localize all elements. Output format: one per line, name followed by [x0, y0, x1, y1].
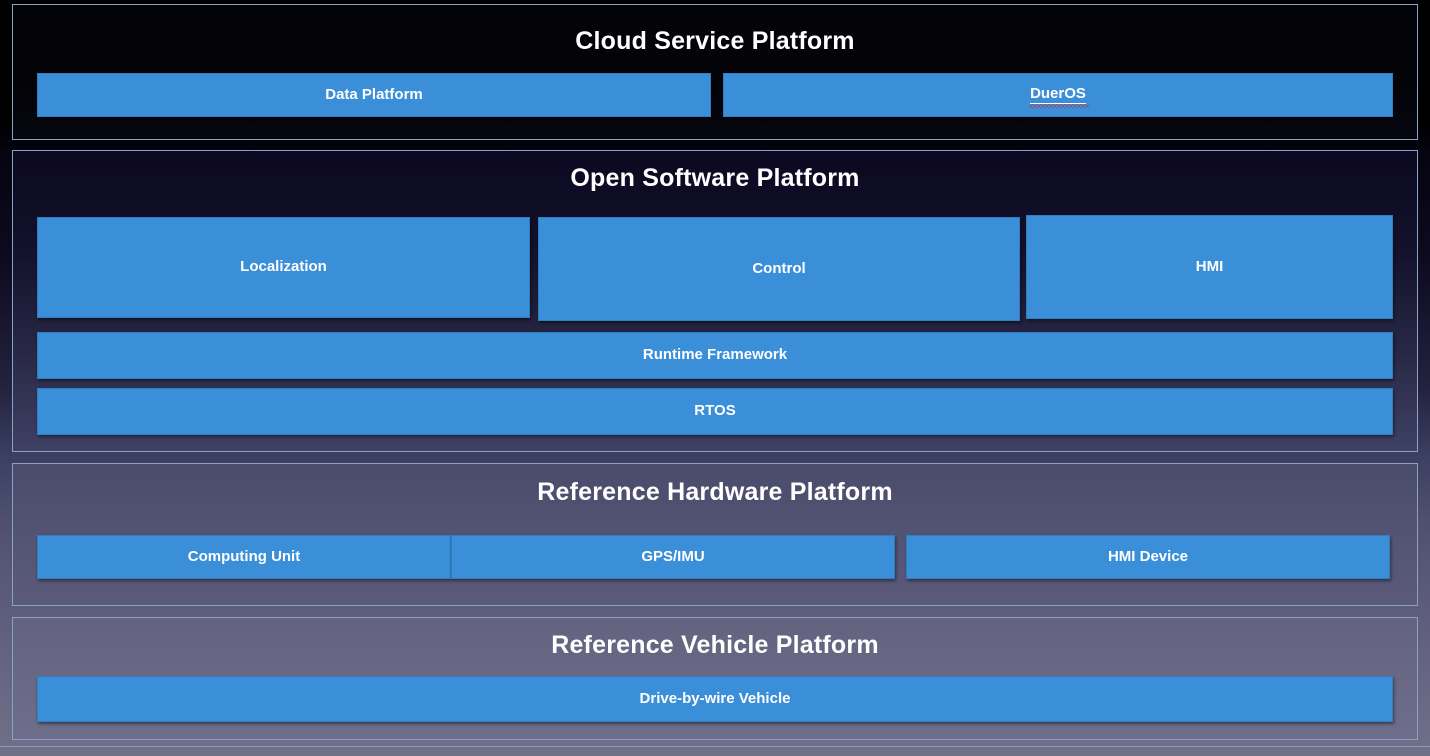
box-gps-imu[interactable]: GPS/IMU — [451, 535, 895, 579]
box-gps-imu-label: GPS/IMU — [641, 547, 705, 565]
box-computing-unit-label: Computing Unit — [187, 547, 301, 565]
layer-cloud-service-platform: Cloud Service Platform Data Platform Due… — [12, 4, 1418, 140]
box-hmi-label: HMI — [1195, 257, 1224, 275]
layer-title-cloud-service-platform: Cloud Service Platform — [575, 27, 855, 55]
box-control-label: Control — [752, 259, 806, 277]
box-localization[interactable]: Localization — [37, 217, 530, 318]
box-hmi-device[interactable]: HMI Device — [906, 535, 1390, 579]
box-dueros[interactable]: DuerOS — [723, 73, 1393, 117]
layer-title-reference-vehicle-platform: Reference Vehicle Platform — [551, 631, 879, 659]
box-runtime-framework[interactable]: Runtime Framework — [37, 332, 1393, 379]
box-runtime-framework-label: Runtime Framework — [642, 346, 788, 364]
box-dueros-label: DuerOS — [1029, 85, 1089, 108]
layer-title-reference-hardware-platform: Reference Hardware Platform — [537, 478, 893, 506]
box-rtos-label: RTOS — [694, 402, 736, 420]
layer-reference-vehicle-platform: Reference Vehicle Platform Drive-by-wire… — [12, 617, 1418, 740]
layer-reference-hardware-platform: Reference Hardware Platform Computing Un… — [12, 463, 1418, 606]
box-hmi-device-label: HMI Device — [1107, 547, 1189, 565]
box-computing-unit[interactable]: Computing Unit — [37, 535, 451, 579]
box-data-platform[interactable]: Data Platform — [37, 73, 711, 117]
bottom-divider — [0, 746, 1430, 747]
layer-open-software-platform: Open Software Platform Localization Cont… — [12, 150, 1418, 452]
box-hmi[interactable]: HMI — [1026, 215, 1393, 319]
layer-title-open-software-platform: Open Software Platform — [570, 164, 860, 192]
box-data-platform-label: Data Platform — [325, 85, 423, 103]
box-localization-label: Localization — [240, 258, 327, 276]
box-control[interactable]: Control — [538, 217, 1020, 321]
box-drive-by-wire-vehicle[interactable]: Drive-by-wire Vehicle — [37, 676, 1393, 722]
box-rtos[interactable]: RTOS — [37, 388, 1393, 435]
box-drive-by-wire-vehicle-label: Drive-by-wire Vehicle — [639, 689, 791, 707]
